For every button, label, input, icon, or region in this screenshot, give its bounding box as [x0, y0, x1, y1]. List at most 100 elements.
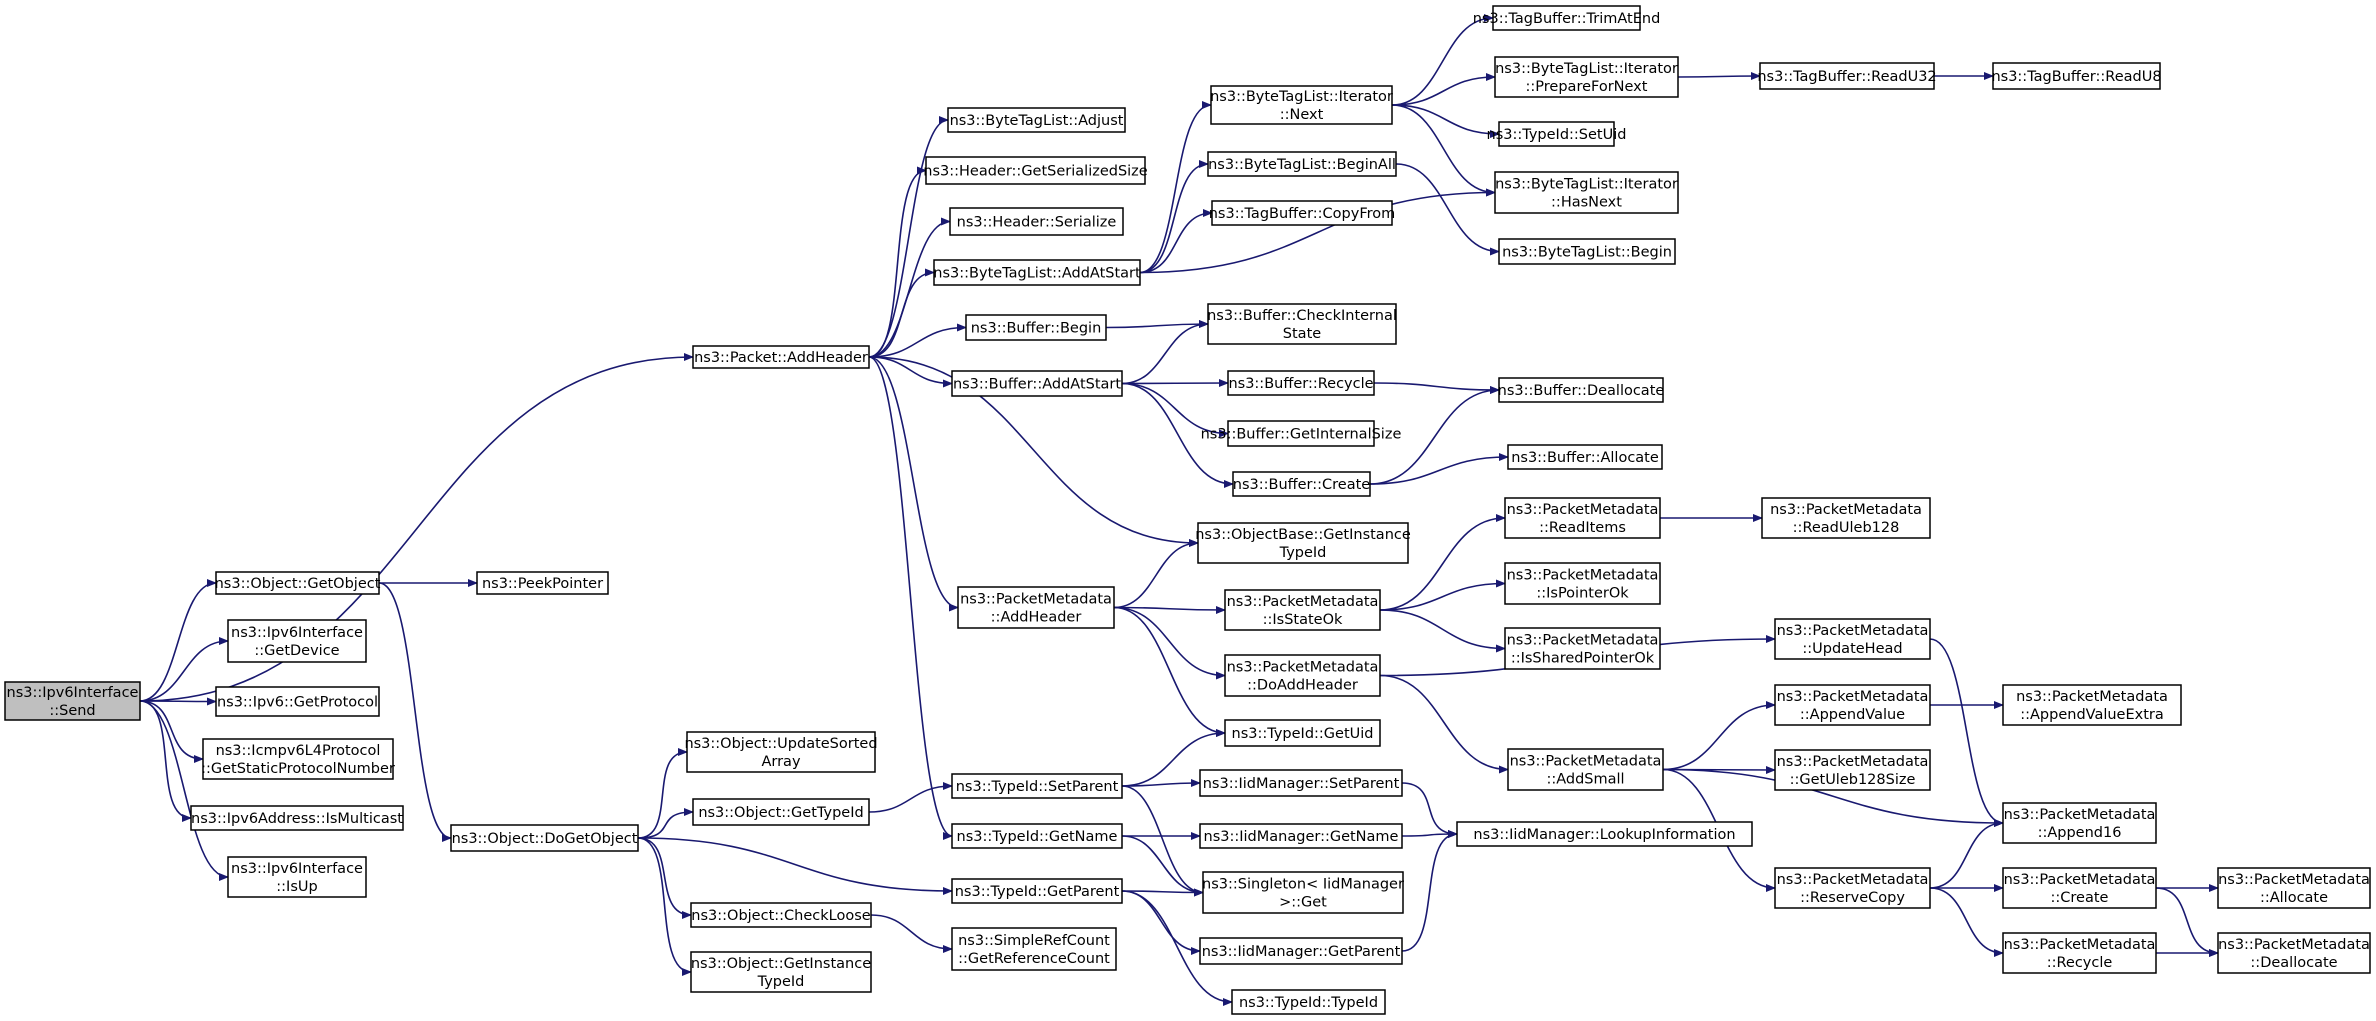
graph-node-pm_ispointerok[interactable]: ns3::PacketMetadata::IsPointerOk	[1504, 562, 1661, 605]
node-box	[1992, 62, 2161, 90]
graph-node-pm_appendvalue[interactable]: ns3::PacketMetadata::AppendValue	[1774, 684, 1931, 726]
graph-node-tb_trimatend[interactable]: ns3::TagBuffer::TrimAtEnd	[1473, 5, 1661, 31]
graph-node-pm_addheader[interactable]: ns3::PacketMetadata::AddHeader	[957, 586, 1115, 629]
node-box	[215, 571, 380, 595]
graph-node-getdevice[interactable]: ns3::Ipv6Interface::GetDevice	[227, 619, 367, 663]
graph-node-btl_iter_hasnext[interactable]: ns3::ByteTagList::Iterator::HasNext	[1494, 171, 1679, 214]
graph-node-getprotocol[interactable]: ns3::Ipv6::GetProtocol	[215, 686, 380, 717]
edge-dogetobject-to-obj_gettypeid	[637, 808, 694, 839]
graph-node-icmpv6[interactable]: ns3::Icmpv6L4Protocol::GetStaticProtocol…	[201, 738, 395, 780]
graph-node-buf_allocate[interactable]: ns3::Buffer::Allocate	[1507, 444, 1663, 470]
node-box	[1227, 370, 1375, 396]
node-label: ::PrepareForNext	[1526, 79, 1648, 95]
graph-node-buf_deallocate[interactable]: ns3::Buffer::Deallocate	[1498, 377, 1665, 403]
graph-node-tb_readu8[interactable]: ns3::TagBuffer::ReadU8	[1991, 62, 2162, 90]
node-label: ns3::TagBuffer::CopyFrom	[1209, 206, 1396, 222]
node-label: ns3::Object::GetInstance	[691, 956, 871, 972]
node-box	[1224, 589, 1381, 631]
graph-node-hdr_getserializedsize[interactable]: ns3::Header::GetSerializedSize	[923, 156, 1148, 185]
graph-node-buf_addatstart[interactable]: ns3::Buffer::AddAtStart	[951, 370, 1123, 397]
graph-node-checkloose[interactable]: ns3::Object::CheckLoose	[690, 902, 872, 928]
node-box	[951, 773, 1123, 799]
graph-node-singleton_get[interactable]: ns3::Singleton< IidManager>::Get	[1202, 871, 1404, 914]
node-label: ns3::PacketMetadata	[1777, 872, 1929, 888]
graph-node-tid_getparent[interactable]: ns3::TypeId::GetParent	[951, 878, 1123, 904]
graph-node-tid_getuid[interactable]: ns3::TypeId::GetUid	[1224, 719, 1381, 747]
graph-node-pm_issharedpointerok[interactable]: ns3::PacketMetadata::IsSharedPointerOk	[1504, 627, 1661, 670]
node-label: ::GetUleb128Size	[1790, 772, 1916, 788]
graph-node-pm_addsmall[interactable]: ns3::PacketMetadata::AddSmall	[1507, 748, 1664, 791]
node-label: ns3::PacketMetadata	[1510, 754, 1662, 770]
graph-node-pm_append16[interactable]: ns3::PacketMetadata::Append16	[2002, 802, 2157, 844]
node-box	[951, 370, 1123, 397]
graph-node-btl_addatstart[interactable]: ns3::ByteTagList::AddAtStart	[933, 259, 1141, 286]
graph-node-peekpointer[interactable]: ns3::PeekPointer	[476, 571, 609, 595]
node-label: ns3::ByteTagList::Iterator	[1495, 177, 1678, 193]
graph-node-getobject[interactable]: ns3::Object::GetObject	[215, 571, 381, 595]
graph-node-btl_adjust[interactable]: ns3::ByteTagList::Adjust	[947, 107, 1126, 133]
graph-node-pm_deallocate[interactable]: ns3::PacketMetadata::Deallocate	[2217, 932, 2371, 974]
edge-btl_addatstart-to-btl_iter_next	[1139, 101, 1212, 274]
edge-dogetobject-to-obj_getinstancetypeid	[637, 837, 692, 976]
graph-node-packet_addheader[interactable]: ns3::Packet::AddHeader	[692, 345, 870, 369]
graph-node-btl_begin[interactable]: ns3::ByteTagList::Begin	[1498, 238, 1676, 265]
edge-btl_beginall-to-btl_begin	[1395, 163, 1500, 256]
node-label: ns3::Object::CheckLoose	[691, 908, 870, 924]
graph-node-buf_create[interactable]: ns3::Buffer::Create	[1232, 471, 1371, 497]
graph-node-iid_setparent[interactable]: ns3::IidManager::SetParent	[1199, 769, 1403, 797]
graph-node-buf_recycle[interactable]: ns3::Buffer::Recycle	[1227, 370, 1375, 396]
graph-node-isup[interactable]: ns3::Ipv6Interface::IsUp	[227, 856, 367, 898]
graph-node-dogetobject[interactable]: ns3::Object::DoGetObject	[450, 824, 639, 852]
graph-node-btl_beginall[interactable]: ns3::ByteTagList::BeginAll	[1207, 151, 1397, 177]
graph-node-obj_gettypeid[interactable]: ns3::Object::GetTypeId	[692, 798, 870, 826]
node-label: ns3::Buffer::Deallocate	[1498, 383, 1665, 399]
node-label: ::IsPointerOk	[1536, 586, 1629, 602]
graph-node-btl_iter_next[interactable]: ns3::ByteTagList::Iterator::Next	[1210, 85, 1393, 125]
graph-node-tid_typeid[interactable]: ns3::TypeId::TypeId	[1231, 989, 1386, 1015]
graph-node-hdr_serialize[interactable]: ns3::Header::Serialize	[949, 207, 1124, 236]
graph-node-pm_updatehead[interactable]: ns3::PacketMetadata::UpdateHead	[1774, 618, 1931, 660]
graph-node-iid_lookupinformation[interactable]: ns3::IidManager::LookupInformation	[1456, 821, 1753, 847]
graph-node-pm_doaddheader[interactable]: ns3::PacketMetadata::DoAddHeader	[1224, 654, 1381, 697]
graph-node-iid_getparent[interactable]: ns3::IidManager::GetParent	[1199, 937, 1403, 965]
edge-pm_isstateok-to-pm_ispointerok	[1379, 579, 1506, 611]
graph-node-tid_getname[interactable]: ns3::TypeId::GetName	[951, 823, 1123, 849]
graph-node-tb_readu32[interactable]: ns3::TagBuffer::ReadU32	[1757, 62, 1937, 90]
graph-node-pm_isstateok[interactable]: ns3::PacketMetadata::IsStateOk	[1224, 589, 1381, 631]
node-box	[1504, 627, 1661, 670]
graph-node-pm_getuleb128size[interactable]: ns3::PacketMetadata::GetUleb128Size	[1774, 749, 1931, 791]
node-box	[1507, 444, 1663, 470]
graph-node-buf_begin[interactable]: ns3::Buffer::Begin	[965, 314, 1107, 341]
edge-buf_addatstart-to-buf_checkinternalstate	[1121, 320, 1209, 385]
node-label: ns3::PacketMetadata	[1507, 568, 1659, 584]
node-label: ns3::ByteTagList::Iterator	[1495, 61, 1678, 77]
graph-node-btl_iter_preparefornext[interactable]: ns3::ByteTagList::Iterator::PrepareForNe…	[1494, 56, 1679, 98]
edge-pm_isstateok-to-pm_readitems	[1379, 514, 1506, 611]
graph-node-send[interactable]: ns3::Ipv6Interface::Send	[4, 681, 141, 721]
graph-node-pm_allocate[interactable]: ns3::PacketMetadata::Allocate	[2217, 867, 2371, 909]
graph-node-pm_create[interactable]: ns3::PacketMetadata::Create	[2002, 867, 2157, 909]
graph-node-tid_setparent[interactable]: ns3::TypeId::SetParent	[951, 773, 1123, 799]
graph-node-tb_copyfrom[interactable]: ns3::TagBuffer::CopyFrom	[1209, 200, 1396, 226]
node-label: ns3::Header::GetSerializedSize	[923, 164, 1148, 180]
node-label: ns3::Packet::AddHeader	[694, 350, 868, 366]
graph-node-ismulticast[interactable]: ns3::Ipv6Address::IsMulticast	[190, 805, 404, 831]
graph-node-pm_recycle[interactable]: ns3::PacketMetadata::Recycle	[2002, 932, 2157, 974]
graph-node-iid_getname[interactable]: ns3::IidManager::GetName	[1199, 823, 1403, 849]
graph-node-pm_appendvalueextra[interactable]: ns3::PacketMetadata::AppendValueExtra	[2002, 684, 2182, 726]
node-box	[227, 856, 367, 898]
edge-iid_getparent-to-iid_lookupinformation	[1401, 830, 1458, 952]
graph-node-buf_getinternalsize[interactable]: ns3::Buffer::GetInternalSize	[1201, 420, 1402, 447]
graph-node-pm_readuleb128[interactable]: ns3::PacketMetadata::ReadUleb128	[1761, 497, 1931, 539]
graph-node-tid_setuid[interactable]: ns3::TypeId::SetUid	[1487, 121, 1627, 147]
edge-pm_reservecopy-to-pm_recycle	[1929, 887, 2004, 957]
edge-pm_addheader-to-pm_isstateok	[1113, 605, 1226, 614]
graph-node-src_getrefcount[interactable]: ns3::SimpleRefCount::GetReferenceCount	[951, 927, 1117, 971]
graph-node-pm_reservecopy[interactable]: ns3::PacketMetadata::ReserveCopy	[1774, 867, 1931, 909]
node-label: ns3::Buffer::CheckInternal	[1207, 308, 1397, 324]
graph-node-pm_readitems[interactable]: ns3::PacketMetadata::ReadItems	[1504, 497, 1661, 539]
